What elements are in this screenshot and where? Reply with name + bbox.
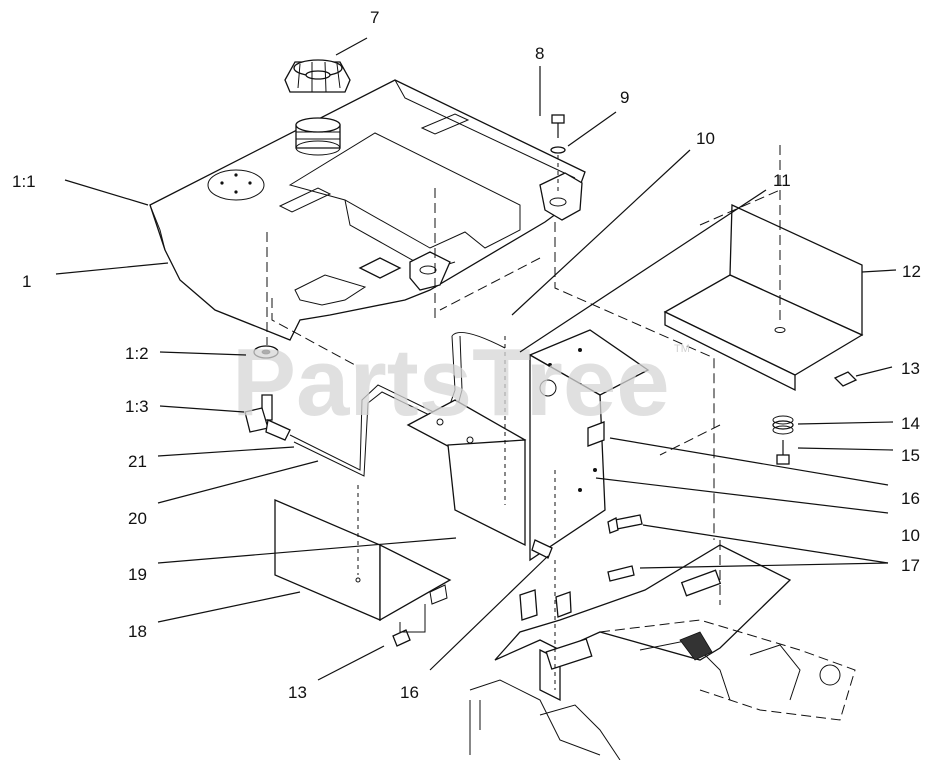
callout-17: 17 <box>901 556 920 575</box>
callout-7: 7 <box>370 8 379 27</box>
callout-9: 9 <box>620 88 629 107</box>
watermark: PartsTree TM <box>232 329 690 436</box>
callout-1-3: 1:3 <box>125 397 149 416</box>
mount-bracket <box>528 329 650 562</box>
seat-plate <box>663 203 864 392</box>
callout-14: 14 <box>901 414 920 433</box>
callout-10-right: 10 <box>901 526 920 545</box>
chassis-frame <box>469 544 856 760</box>
callout-8: 8 <box>535 44 544 63</box>
assembly-lines <box>266 145 781 690</box>
fuel-neck <box>295 117 341 156</box>
callout-1-1: 1:1 <box>12 172 36 191</box>
callout-13-bottom: 13 <box>288 683 307 702</box>
svg-text:TM: TM <box>674 343 690 355</box>
spring-14 <box>772 415 794 435</box>
callout-13-right: 13 <box>901 359 920 378</box>
callout-20: 20 <box>128 509 147 528</box>
svg-text:PartsTree: PartsTree <box>232 329 670 436</box>
callout-12: 12 <box>902 262 921 281</box>
leader-lines <box>55 37 897 681</box>
callout-1: 1 <box>22 272 31 291</box>
bolt-17b <box>607 565 635 582</box>
callout-18: 18 <box>128 622 147 641</box>
bolt-15 <box>776 440 790 465</box>
callout-15: 15 <box>901 446 920 465</box>
elbow-fitting-1-3 <box>244 394 291 441</box>
callout-16-bottom: 16 <box>400 683 419 702</box>
callout-10-top: 10 <box>696 129 715 148</box>
bolt-17a <box>607 514 643 534</box>
support-tray-19 <box>406 399 553 559</box>
callout-16-right: 16 <box>901 489 920 508</box>
callout-1-2: 1:2 <box>125 344 149 363</box>
callout-21: 21 <box>128 452 147 471</box>
fuel-tank <box>149 79 586 341</box>
callout-19: 19 <box>128 565 147 584</box>
callout-labels: 7 8 9 10 11 1:1 1 12 1:2 13 1:3 14 15 21… <box>12 8 921 702</box>
cover-18 <box>274 499 452 622</box>
nut-13a <box>833 371 858 387</box>
bolt-8 <box>550 114 566 195</box>
fuel-cap <box>284 59 351 93</box>
callout-11: 11 <box>773 171 791 190</box>
grommet-1-2 <box>253 345 279 359</box>
